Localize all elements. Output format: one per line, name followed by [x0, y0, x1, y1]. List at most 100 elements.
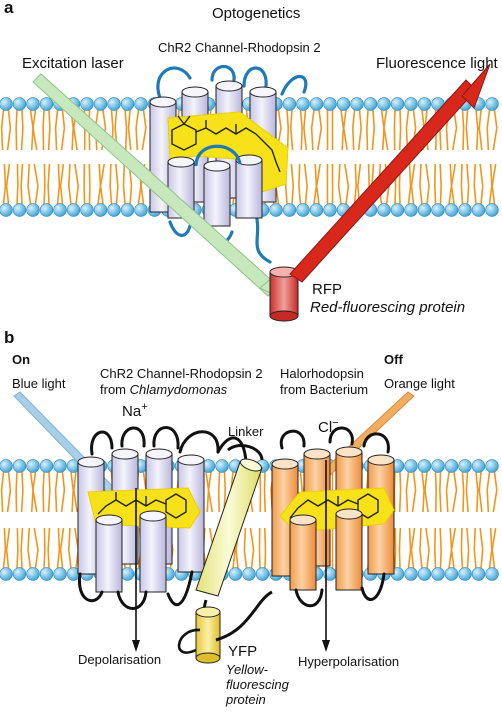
- lipid-head: [444, 567, 459, 581]
- lipid-tail: [461, 109, 465, 151]
- lipid-tail: [0, 471, 5, 513]
- lipid-tail: [109, 163, 113, 205]
- lipid-tail: [243, 527, 248, 569]
- lipid-tail: [207, 471, 214, 513]
- yfp-barrel: [177, 599, 221, 664]
- lipid-tail: [290, 163, 295, 205]
- lipid-head: [390, 203, 405, 217]
- lipid-tail: [127, 109, 132, 151]
- lipid-tail: [5, 527, 11, 569]
- chr2-label-b-line2: from Chlamydomonas: [100, 382, 228, 397]
- lipid-head: [39, 97, 54, 111]
- lipid-tail: [47, 471, 51, 513]
- lipid-head: [39, 567, 54, 581]
- lipid-head: [26, 97, 40, 111]
- lipid-head: [296, 97, 310, 111]
- lipid-head: [228, 567, 243, 581]
- lipid-head: [323, 203, 337, 217]
- lipid-tail: [421, 471, 425, 513]
- rfp-label: RFP: [312, 281, 342, 298]
- lipid-tail: [398, 471, 402, 513]
- lipid-tail: [419, 527, 423, 569]
- sodium-flux-arrow: [132, 488, 140, 652]
- lipid-head: [242, 567, 256, 581]
- lipid-tail: [466, 163, 470, 205]
- lipid-tail: [460, 163, 464, 205]
- lipid-head: [350, 97, 364, 111]
- lipid-head: [444, 203, 459, 217]
- lipid-head: [80, 203, 94, 217]
- lipid-head: [431, 203, 445, 217]
- lipid-tail: [59, 163, 65, 205]
- lipid-tail: [434, 527, 437, 569]
- lipid-tail: [70, 471, 75, 513]
- lipid-head: [120, 203, 135, 217]
- hyperpolarisation-label: Hyperpolarisation: [298, 654, 400, 669]
- lipid-tail: [223, 471, 227, 513]
- lipid-tail: [20, 527, 24, 569]
- lipid-tail: [310, 109, 315, 151]
- lipid-head: [255, 567, 270, 581]
- lipid-tail: [460, 527, 464, 569]
- lipid-tail: [473, 163, 477, 205]
- lipid-head: [12, 567, 27, 581]
- lipid-tail: [97, 163, 102, 205]
- lipid-tail: [344, 163, 350, 205]
- lipid-head: [458, 567, 472, 581]
- lipid-tail: [357, 109, 362, 151]
- lipid-tail: [313, 163, 318, 205]
- lipid-tail: [407, 163, 412, 205]
- lipid-tail: [398, 527, 402, 569]
- lipid-tail: [27, 527, 32, 569]
- lipid-tail: [393, 109, 396, 151]
- lipid-head: [390, 97, 405, 111]
- lipid-head: [377, 97, 391, 111]
- lipid-tail: [445, 471, 450, 513]
- lipid-head: [120, 97, 135, 111]
- lipid-tail: [47, 527, 51, 569]
- chloride-charge: −: [332, 417, 339, 429]
- excitation-laser-label: Excitation laser: [22, 55, 124, 72]
- lipid-head: [485, 97, 499, 111]
- yfp-full-name-2: fluorescing: [226, 677, 289, 692]
- lipid-head: [53, 203, 67, 217]
- lipid-tail: [60, 109, 66, 151]
- lipid-tail: [353, 163, 357, 205]
- lipid-tail: [407, 527, 412, 569]
- lipid-head: [215, 459, 229, 473]
- lipid-head: [39, 203, 54, 217]
- halorhodopsin-label-line2: from Bacterium: [280, 382, 369, 397]
- chr2-label-b-line1: ChR2 Channel-Rhodopsin 2: [100, 366, 263, 381]
- lipid-head: [377, 203, 391, 217]
- lipid-head: [26, 567, 40, 581]
- lipid-tail: [33, 163, 39, 205]
- orange-light-label: Orange light: [384, 376, 455, 391]
- lipid-tail: [366, 109, 369, 151]
- lipid-tail: [410, 527, 416, 569]
- lipid-tail: [2, 163, 7, 205]
- lipid-tail: [492, 109, 498, 151]
- fluorescence-light-label: Fluorescence light: [376, 55, 498, 72]
- lipid-head: [363, 97, 378, 111]
- lipid-head: [309, 203, 324, 217]
- lipid-head: [0, 97, 13, 111]
- lipid-head: [485, 459, 499, 473]
- lipid-head: [323, 97, 337, 111]
- lipid-head: [282, 97, 297, 111]
- lipid-tail: [303, 163, 308, 205]
- yfp-full-name-3: protein: [226, 692, 266, 707]
- rfp-full-name: Red-fluorescing protein: [310, 299, 466, 316]
- lipid-tail: [124, 109, 128, 151]
- lipid-tail: [439, 163, 442, 205]
- lipid-head: [404, 459, 418, 473]
- yfp-label: YFP: [228, 643, 258, 660]
- lipid-tail: [450, 163, 457, 205]
- lipid-tail: [488, 163, 493, 205]
- lipid-head: [134, 203, 148, 217]
- lipid-head: [12, 203, 27, 217]
- lipid-tail: [466, 527, 470, 569]
- lipid-tail: [67, 163, 72, 205]
- lipid-tail: [342, 109, 348, 151]
- lipid-tail: [16, 527, 19, 569]
- lipid-tail: [425, 163, 430, 205]
